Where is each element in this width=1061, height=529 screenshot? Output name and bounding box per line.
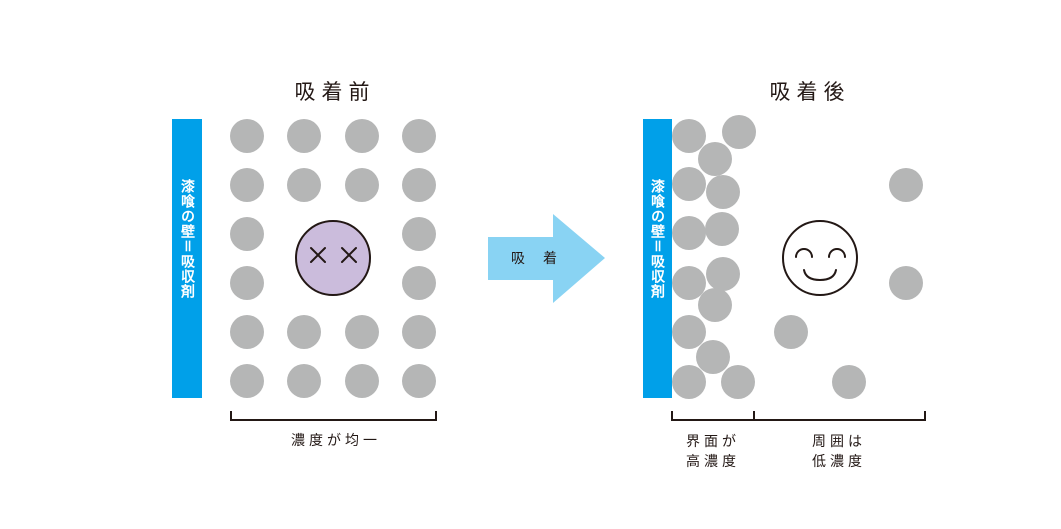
after-bracket-right bbox=[754, 411, 926, 421]
before-particle bbox=[230, 119, 264, 153]
after-particle bbox=[706, 257, 740, 291]
after-particle bbox=[889, 168, 923, 202]
before-particle bbox=[402, 315, 436, 349]
after-title: 吸着後 bbox=[769, 80, 851, 104]
before-particle bbox=[287, 119, 321, 153]
after-caption-surroundings-line2: 低濃度 bbox=[812, 454, 866, 470]
before-particle bbox=[402, 364, 436, 398]
after-particle bbox=[705, 212, 739, 246]
smiling-face-icon bbox=[782, 220, 858, 296]
before-wall: 漆喰の壁＝吸収剤 bbox=[172, 119, 202, 398]
before-particle bbox=[230, 266, 264, 300]
after-particle bbox=[672, 119, 706, 153]
after-particle bbox=[721, 365, 755, 399]
after-particles bbox=[672, 115, 923, 399]
before-particle bbox=[345, 315, 379, 349]
before-wall-label: 漆喰の壁＝吸収剤 bbox=[179, 179, 195, 299]
after-particle bbox=[672, 167, 706, 201]
before-particles bbox=[230, 119, 436, 398]
before-particle bbox=[230, 315, 264, 349]
before-particle bbox=[345, 168, 379, 202]
before-particle bbox=[230, 364, 264, 398]
after-particle bbox=[696, 340, 730, 374]
after-particle bbox=[672, 216, 706, 250]
after-particle bbox=[672, 266, 706, 300]
before-bracket bbox=[230, 411, 437, 421]
before-particle bbox=[287, 168, 321, 202]
before-particle bbox=[345, 119, 379, 153]
after-particle bbox=[672, 365, 706, 399]
after-particle bbox=[774, 315, 808, 349]
after-particle bbox=[698, 288, 732, 322]
after-bracket-left bbox=[671, 411, 755, 421]
after-particle bbox=[889, 266, 923, 300]
before-particle bbox=[230, 217, 264, 251]
before-particle bbox=[402, 217, 436, 251]
after-wall-label: 漆喰の壁＝吸収剤 bbox=[649, 179, 665, 299]
after-particle bbox=[706, 175, 740, 209]
before-particle bbox=[230, 168, 264, 202]
before-particle bbox=[345, 364, 379, 398]
after-particle bbox=[832, 365, 866, 399]
right-arrow-icon bbox=[488, 214, 605, 303]
after-caption-interface-line2: 高濃度 bbox=[686, 454, 740, 470]
after-caption-surroundings-line1: 周囲は bbox=[812, 434, 866, 450]
after-particle bbox=[672, 315, 706, 349]
after-wall: 漆喰の壁＝吸収剤 bbox=[643, 119, 672, 398]
unhappy-face-icon bbox=[295, 220, 371, 296]
before-particle bbox=[287, 364, 321, 398]
before-particle bbox=[402, 266, 436, 300]
before-particle bbox=[402, 119, 436, 153]
after-caption-surroundings: 周囲は 低濃度 bbox=[794, 432, 884, 472]
arrow-label: 吸着 bbox=[511, 251, 575, 267]
before-title: 吸着前 bbox=[294, 80, 376, 104]
after-particle bbox=[722, 115, 756, 149]
before-caption: 濃度が均一 bbox=[291, 433, 381, 449]
after-particle bbox=[698, 142, 732, 176]
after-caption-interface-line1: 界面が bbox=[686, 434, 740, 450]
before-particle bbox=[402, 168, 436, 202]
after-caption-interface: 界面が 高濃度 bbox=[668, 432, 758, 472]
before-particle bbox=[287, 315, 321, 349]
